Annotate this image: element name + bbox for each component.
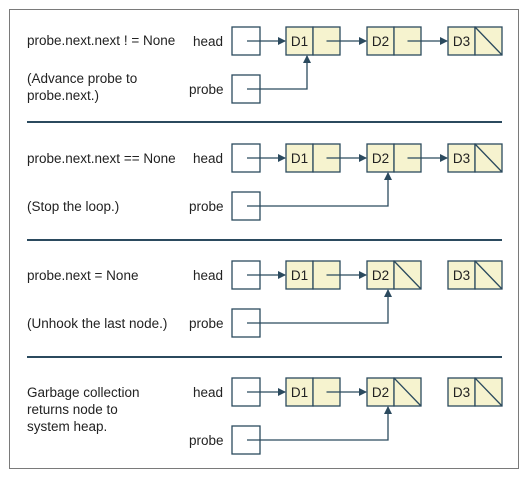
node-data-cell (447, 377, 476, 407)
panel-2-note-line-1: (Stop the loop.) (27, 199, 120, 214)
node-data-cell (366, 143, 395, 173)
panel-1-head-label: head (193, 34, 224, 49)
panel-3-head-label: head (193, 268, 224, 283)
node-data-cell (447, 26, 476, 56)
panel-divider (27, 121, 502, 123)
panel-2-condition: probe.next.next == None (27, 151, 176, 166)
panel-4-head-label: head (193, 385, 224, 400)
null-pointer-slash (393, 377, 422, 407)
node-label-d2: D2 (372, 151, 389, 166)
panel-2-probe-label: probe (189, 199, 224, 214)
node-data-cell (285, 260, 314, 290)
node-label-d1: D1 (291, 151, 308, 166)
null-pointer-slash (474, 260, 503, 290)
node-data-cell (366, 377, 395, 407)
head-pointer-box (231, 377, 261, 407)
panel-3-probe-label: probe (189, 316, 224, 331)
null-pointer-slash (474, 26, 503, 56)
panel-1-note-line-2: probe.next.) (27, 88, 100, 103)
panel-divider (27, 356, 502, 358)
node-label-d3: D3 (453, 268, 470, 283)
probe-link-arrow (247, 406, 392, 441)
panel-4-note-line-2: returns node to (27, 402, 118, 417)
panel-3-condition: probe.next = None (27, 268, 139, 283)
node-label-d2: D2 (372, 268, 389, 283)
node-data-cell (285, 26, 314, 56)
node-data-cell (366, 26, 395, 56)
node-label-d3: D3 (453, 151, 470, 166)
node-label-d2: D2 (372, 34, 389, 49)
panel-divider (27, 239, 502, 241)
panel-2-head-label: head (193, 151, 224, 166)
figure-frame (9, 9, 519, 469)
node-label-d1: D1 (291, 34, 308, 49)
node-data-cell (447, 260, 476, 290)
panel-1-probe-label: probe (189, 82, 224, 97)
node-label-d1: D1 (291, 385, 308, 400)
node-label-d3: D3 (453, 34, 470, 49)
panel-1-note-line-1: (Advance probe to (27, 71, 138, 86)
null-pointer-slash (393, 260, 422, 290)
panel-4-probe-label: probe (189, 433, 224, 448)
panel-1-condition: probe.next.next ! = None (27, 33, 176, 48)
node-label-d3: D3 (453, 385, 470, 400)
panel-4-note-line-1: Garbage collection (27, 385, 140, 400)
null-pointer-slash (474, 377, 503, 407)
node-label-d2: D2 (372, 385, 389, 400)
node-label-d1: D1 (291, 268, 308, 283)
probe-link-arrow (247, 55, 311, 90)
probe-link-arrow (247, 289, 392, 324)
panel-3-note-line-1: (Unhook the last node.) (27, 316, 168, 331)
panel-4-note-line-3: system heap. (27, 419, 108, 434)
null-pointer-slash (474, 143, 503, 173)
probe-link-arrow (247, 172, 392, 207)
